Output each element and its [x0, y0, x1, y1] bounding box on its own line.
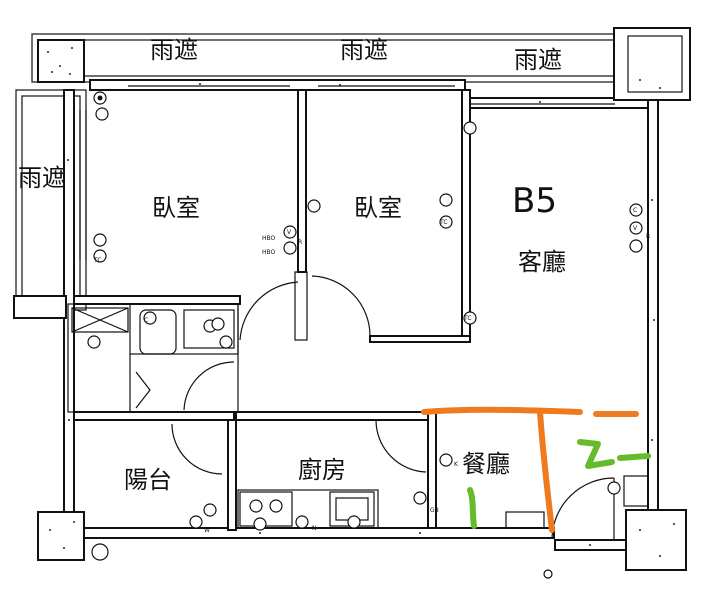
handdrawn-annotations: [421, 406, 651, 533]
canopy-label-2: 雨遮: [340, 36, 388, 64]
unit-badge: B5: [512, 181, 557, 221]
room-label-kitchen: 廚房: [298, 456, 346, 484]
label-tc-1: TC: [93, 257, 102, 264]
label-c-1: C: [633, 207, 637, 214]
bathroom-fixtures: [71, 307, 235, 355]
fixture-codes: HBO HBO TC TC TC C V V R R K GB W N C: [93, 207, 650, 534]
orange-annotation-horizontal: [421, 406, 583, 415]
label-w: W: [204, 527, 210, 534]
unit-code: B5: [512, 181, 557, 221]
label-tc-3: TC: [463, 315, 472, 322]
label-r-1: R: [298, 239, 302, 246]
interior-walls: [67, 89, 471, 531]
green-annotation-stroke: [467, 487, 477, 529]
canopy-labels: 雨遮 雨遮 雨遮 雨遮: [18, 36, 562, 192]
label-gb: GB: [430, 507, 439, 514]
label-hbo-lower: HBO: [262, 249, 276, 256]
label-hbo-upper: HBO: [262, 235, 276, 242]
label-tc-2: TC: [439, 219, 448, 226]
room-label-bedroom-1: 臥室: [152, 194, 200, 222]
green-annotation-dash: [617, 453, 651, 461]
room-label-dining-room: 餐廳: [462, 450, 510, 478]
doors: [135, 275, 615, 540]
label-v-2: V: [633, 225, 638, 232]
room-label-bedroom-2: 臥室: [354, 194, 402, 222]
label-v-1: V: [287, 229, 292, 236]
canopy-label-4: 雨遮: [18, 164, 66, 192]
green-annotation-z: [577, 439, 615, 469]
label-c-2: C: [144, 317, 148, 324]
room-label-balcony: 陽台: [124, 466, 172, 494]
canopy-label-1: 雨遮: [150, 36, 198, 64]
room-labels: 臥室 臥室 客廳 餐廳 廚房 陽台: [124, 194, 566, 494]
label-n: N: [312, 525, 317, 532]
label-r-2: R: [646, 233, 650, 240]
windows: [79, 85, 615, 260]
label-k: K: [454, 461, 459, 468]
outer-walls: [13, 27, 691, 571]
orange-annotation-vertical: [537, 409, 555, 533]
electrical-markers: [91, 91, 643, 579]
canopy-label-3: 雨遮: [514, 46, 562, 74]
room-label-living-room: 客廳: [518, 248, 566, 276]
